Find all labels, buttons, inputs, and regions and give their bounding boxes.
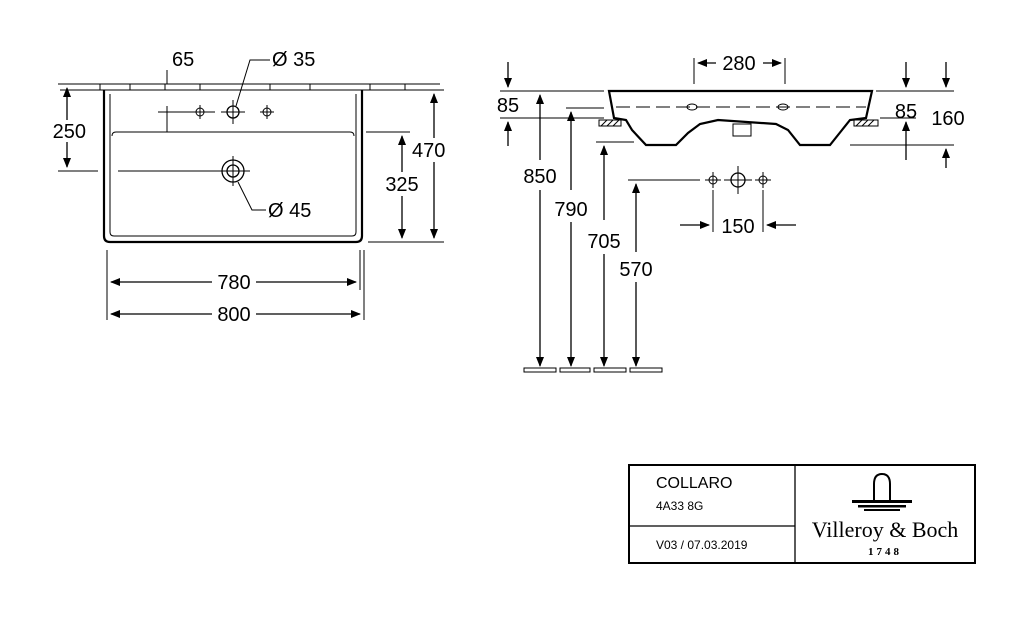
- wall-strip: [60, 83, 440, 91]
- tap-hole-right: [260, 105, 274, 119]
- tap-holes-front: [705, 166, 771, 194]
- product-code: 4A33 8G: [656, 499, 703, 513]
- dim-790: 790: [554, 199, 587, 221]
- basin-inner: [109, 94, 357, 237]
- villeroy-boch-logo: Villeroy & Boch 1748: [812, 472, 959, 558]
- title-block: COLLARO 4A33 8G V03 / 07.03.2019 Villero…: [628, 464, 976, 564]
- dim-850: 850: [523, 166, 556, 188]
- dim-250: 250: [53, 121, 86, 143]
- brand-name: Villeroy & Boch: [812, 517, 959, 542]
- dim-150: 150: [721, 216, 754, 238]
- top-view: 65 Ø 35 Ø 45 250 470 325 780 8: [53, 49, 446, 326]
- tap-hole-center: [221, 100, 245, 124]
- dim-800: 800: [217, 304, 250, 326]
- dim-waste-hole: Ø 45: [268, 200, 311, 222]
- dim-280: 280: [722, 53, 755, 75]
- dim-325: 325: [385, 174, 418, 196]
- dim-tap-hole: Ø 35: [272, 49, 315, 71]
- dim-160: 160: [931, 108, 964, 130]
- product-name: COLLARO: [656, 475, 732, 492]
- dim-85-right: 85: [895, 101, 917, 123]
- version-date: V03 / 07.03.2019: [656, 538, 748, 552]
- floor-line: [523, 367, 663, 373]
- dim-470: 470: [412, 140, 445, 162]
- brand-year: 1748: [868, 546, 902, 558]
- dim-85-left: 85: [497, 95, 519, 117]
- dim-780: 780: [217, 272, 250, 294]
- dim-65: 65: [172, 49, 194, 71]
- wall-brackets: [598, 119, 879, 127]
- bowl-edge: [111, 131, 355, 137]
- basin-profile: [607, 89, 874, 147]
- dim-705: 705: [587, 231, 620, 253]
- waste-hole: [216, 156, 250, 186]
- basin-outline: [102, 90, 364, 244]
- dim-570: 570: [619, 259, 652, 281]
- side-view: 280 85 85 160 850 790 705 570: [497, 53, 965, 373]
